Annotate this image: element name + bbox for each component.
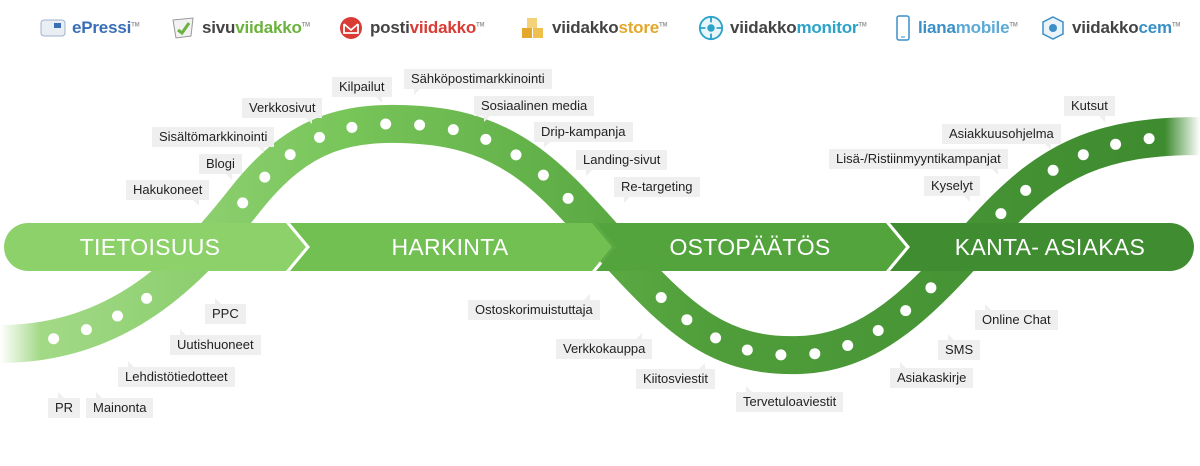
wave-dot — [925, 282, 937, 294]
stage-arrow-tietoisuus — [4, 223, 306, 271]
logo-epressi-text: ePressi — [72, 18, 132, 37]
tag-mainonta: Mainonta — [86, 392, 154, 418]
wave-dot — [842, 340, 854, 351]
wave-dot — [48, 333, 60, 345]
wave-dot — [655, 292, 667, 303]
wave-dot — [141, 292, 153, 304]
logo-viidakkomonitor-part1: viidakko — [730, 18, 797, 37]
wave-dot — [80, 324, 92, 336]
tag-re-targeting: Re-targeting — [614, 177, 700, 203]
stage-label-harkinta: HARKINTA — [391, 233, 509, 260]
tag-landing-sivut: Landing-sivut — [576, 150, 668, 176]
logo-viidakkocem-part1: viidakko — [1072, 18, 1139, 37]
logo-lianamobile[interactable]: lianamobileTM — [894, 12, 1018, 44]
wave-dots — [48, 118, 1155, 361]
logo-sivuviidakko-part1: sivu — [202, 18, 236, 37]
tag-verkkokauppa: Verkkokauppa — [556, 333, 653, 359]
tag-kyselyt: Kyselyt — [924, 176, 980, 202]
viidakkomonitor-icon — [698, 15, 724, 41]
stage-label-ostopaatos: OSTOPÄÄTÖS — [669, 233, 831, 260]
wave-dot — [900, 305, 912, 317]
wave-dot — [1110, 138, 1122, 150]
logo-postiviidakko-part2: viidakko — [409, 18, 477, 37]
tag-asiakaskirje: Asiakaskirje — [890, 362, 974, 388]
tag-asiakkuusohjelma: Asiakkuusohjelma — [942, 124, 1061, 150]
tag-ppc: PPC — [205, 298, 246, 324]
tag-blogi: Blogi — [199, 154, 242, 180]
wave-dot — [1047, 164, 1059, 176]
lianamobile-icon — [894, 15, 912, 41]
tag-sisaltomarkkinointi: Sisältömarkkinointi — [152, 127, 275, 153]
wave-dot — [414, 119, 426, 131]
stage-label-kanta-asiakas: KANTA- ASIAKAS — [954, 233, 1146, 260]
wave-dot — [112, 310, 123, 322]
epressi-icon — [40, 15, 66, 41]
tag-sahkopostimarkkinointi: Sähköpostimarkkinointi — [404, 69, 552, 95]
tag-pr: PR — [48, 392, 81, 418]
logo-lianamobile-part1: liana — [918, 18, 956, 37]
wave-dot — [995, 208, 1007, 220]
wave-dot — [284, 149, 296, 161]
postiviidakko-icon — [338, 15, 364, 41]
logo-epressi[interactable]: ePressiTM — [40, 12, 140, 44]
tag-ostoskorimuistuttaja: Ostoskorimuistuttaja — [468, 294, 600, 320]
tag-sosiaalinen-media: Sosiaalinen media — [474, 96, 595, 122]
wave-dot — [741, 344, 753, 356]
logo-viidakkostore-part2: store — [618, 18, 660, 37]
wave-dot — [872, 325, 884, 336]
stage-label-tietoisuus: TIETOISUUS — [79, 233, 221, 260]
tag-kiitosviestit: Kiitosviestit — [636, 363, 716, 389]
wave-dot — [346, 121, 358, 133]
wave-dot — [681, 314, 693, 326]
wave-dot — [314, 131, 325, 143]
logo-sivuviidakko[interactable]: sivuviidakkoTM — [170, 12, 310, 44]
viidakkocem-icon — [1040, 15, 1066, 41]
logo-postiviidakko[interactable]: postiviidakkoTM — [338, 12, 485, 44]
logo-viidakkomonitor-part2: monitor — [796, 18, 859, 37]
sivuviidakko-icon — [170, 15, 196, 41]
viidakkostore-icon — [520, 15, 546, 41]
logo-viidakkocem-part2: cem — [1138, 18, 1172, 37]
wave-dot — [775, 349, 787, 361]
tag-online-chat: Online Chat — [975, 304, 1058, 330]
wave-dot — [480, 133, 492, 145]
wave-dot — [1143, 133, 1155, 145]
logo-sivuviidakko-part2: viidakko — [235, 18, 302, 37]
tag-lisa-ristiinmyyntikampanjat: Lisä-/Ristiinmyyntikampanjat — [829, 149, 1008, 175]
logo-viidakkostore[interactable]: viidakkostoreTM — [520, 12, 667, 44]
tag-kilpailut: Kilpailut — [332, 77, 392, 103]
wave-dot — [562, 192, 574, 204]
tag-tervetuloaviestit: Tervetuloaviestit — [736, 386, 844, 412]
wave-dot — [259, 171, 271, 183]
tag-verkkosivut: Verkkosivut — [242, 98, 323, 124]
logo-viidakkostore-part1: viidakko — [552, 18, 619, 37]
wave-dot — [1020, 184, 1032, 196]
wave-dot — [380, 118, 392, 130]
stage-arrow-ostopaatos — [596, 223, 906, 271]
logo-postiviidakko-part1: posti — [370, 18, 410, 37]
wave-dot — [809, 348, 821, 360]
stage-arrow-kanta-asiakas — [890, 223, 1194, 271]
wave-dot — [1077, 149, 1089, 161]
wave-dot — [710, 332, 722, 344]
logo-viidakkocem[interactable]: viidakkocemTM — [1040, 12, 1180, 44]
tag-kutsut: Kutsut — [1064, 96, 1115, 122]
tag-sms: SMS — [938, 334, 981, 360]
logo-viidakkomonitor[interactable]: viidakkomonitorTM — [698, 12, 867, 44]
wave-dot — [237, 197, 249, 209]
wave-dot — [447, 124, 459, 136]
wave-dot — [510, 149, 522, 161]
stage-arrows — [4, 223, 1194, 271]
tag-lehdistotiedotteet: Lehdistötiedotteet — [118, 361, 235, 387]
tag-hakukoneet: Hakukoneet — [126, 180, 210, 206]
logo-lianamobile-part2: mobile — [955, 18, 1010, 37]
stage-arrow-harkinta — [290, 223, 612, 271]
tag-drip-kampanja: Drip-kampanja — [534, 122, 633, 148]
wave-dot — [537, 169, 549, 181]
tag-uutishuoneet: Uutishuoneet — [170, 329, 261, 355]
